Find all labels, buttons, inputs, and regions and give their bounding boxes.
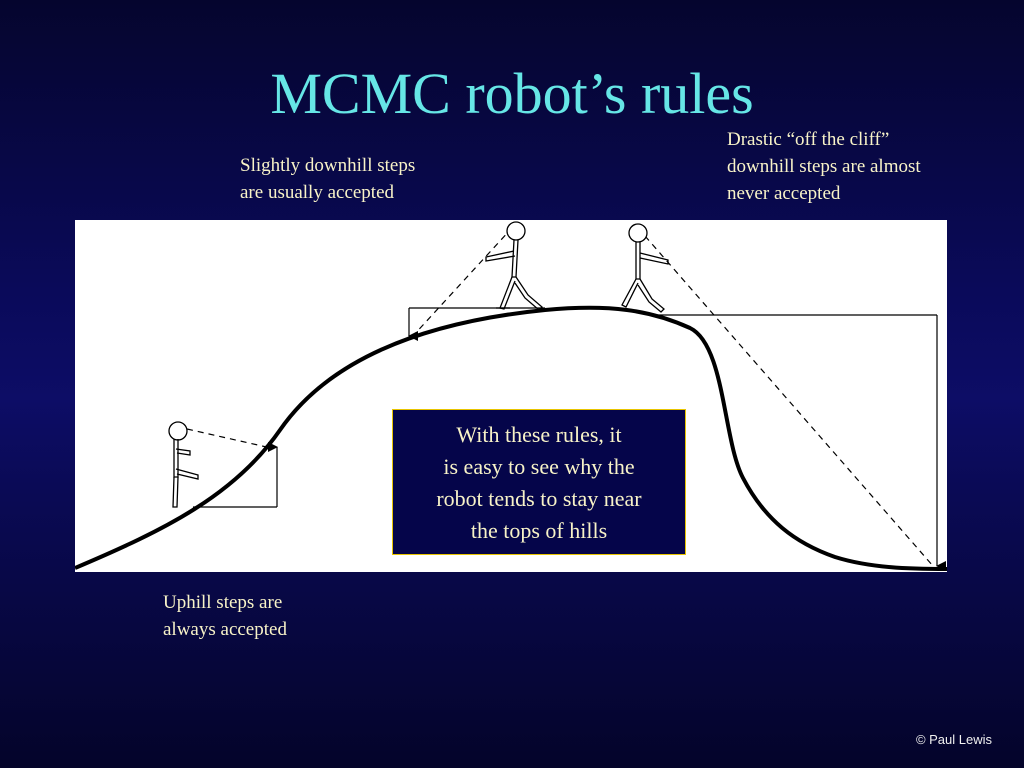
callout-line: is easy to see why the <box>443 454 635 479</box>
callout-line: robot tends to stay near <box>436 486 642 511</box>
off-the-cliff-step <box>644 235 946 571</box>
caption-slightly-downhill: Slightly downhill steps are usually acce… <box>240 152 415 206</box>
copyright-notice: © Paul Lewis <box>915 732 992 747</box>
caption-line: Slightly downhill steps <box>240 155 416 176</box>
summary-callout: With these rules, it is easy to see why … <box>392 409 686 555</box>
robot-stick-figure-icon <box>621 223 669 313</box>
hill-curve <box>75 305 947 571</box>
callout-line: the tops of hills <box>470 518 608 543</box>
robot-stick-figure-icon <box>168 421 199 508</box>
callout-line: With these rules, it <box>456 422 622 447</box>
slightly-downhill-step <box>408 228 545 341</box>
caption-line: Drastic “off the cliff” <box>727 129 890 150</box>
robot-stick-figure-icon <box>485 221 543 311</box>
caption-line: always accepted <box>163 619 287 640</box>
uphill-step <box>186 428 278 508</box>
slide-title: MCMC robot’s rules <box>270 61 754 126</box>
caption-line: are usually accepted <box>240 182 395 203</box>
caption-line: never accepted <box>727 183 841 204</box>
hill-diagram <box>75 221 947 571</box>
caption-line: Uphill steps are <box>163 592 283 613</box>
caption-line: downhill steps are almost <box>727 156 921 177</box>
caption-uphill: Uphill steps are always accepted <box>163 589 287 643</box>
caption-off-the-cliff: Drastic “off the cliff” downhill steps a… <box>727 126 921 207</box>
